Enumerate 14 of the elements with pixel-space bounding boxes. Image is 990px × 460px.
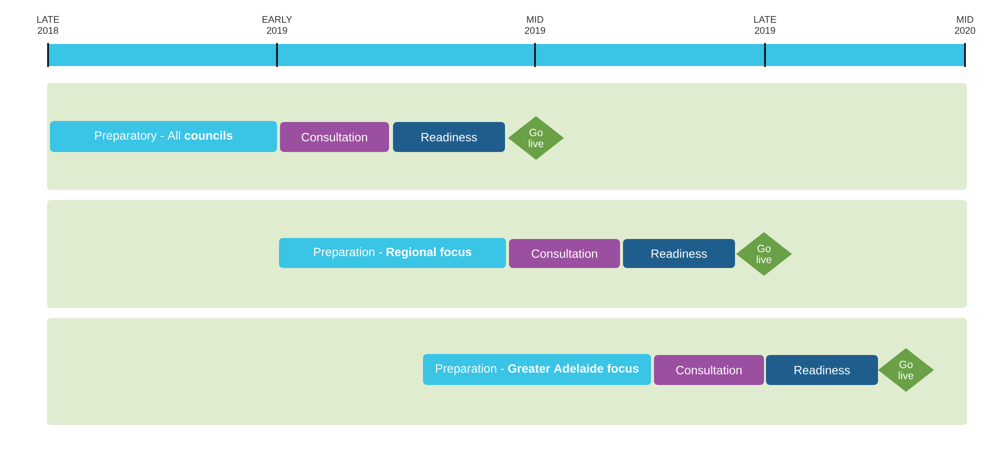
readiness-box: Readiness bbox=[393, 122, 505, 152]
date-label: LATE 2019 bbox=[754, 16, 776, 34]
date-label: MID 2019 bbox=[524, 16, 546, 34]
consultation-box: Consultation bbox=[509, 238, 620, 268]
prep-box: Preparatory - All councils bbox=[50, 121, 277, 152]
date-label: EARLY 2019 bbox=[262, 16, 292, 34]
prep-box: Preparation - Regional focus bbox=[279, 238, 506, 268]
readiness-box: Readiness bbox=[623, 238, 735, 268]
consultation-box: Consultation bbox=[280, 122, 389, 152]
date-label: MID 2020 bbox=[954, 16, 976, 34]
date-label: LATE 2018 bbox=[37, 16, 60, 34]
consultation-box: Consultation bbox=[654, 354, 764, 385]
readiness-box: Readiness bbox=[766, 354, 878, 385]
prep-box: Preparation - Greater Adelaide focus bbox=[423, 354, 651, 385]
